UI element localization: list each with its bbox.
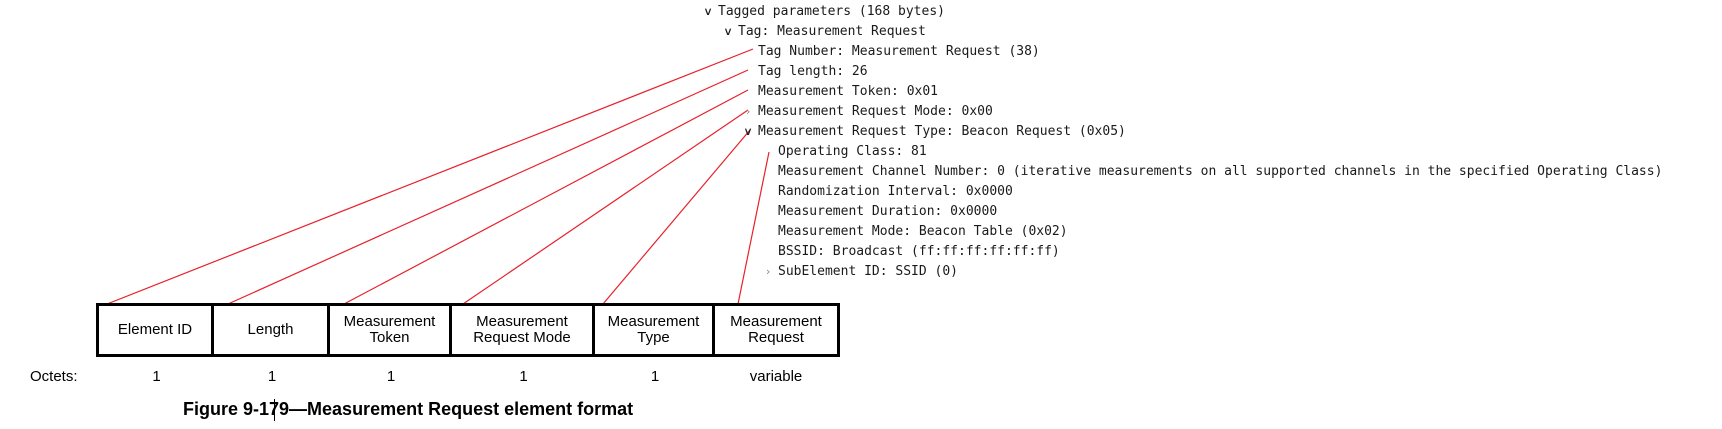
tree-row[interactable]: Tag length: 26	[758, 64, 868, 79]
tree-row[interactable]: Measurement Token: 0x01	[758, 84, 939, 99]
field-cell: Measurement Request Mode	[452, 306, 595, 354]
tree-row[interactable]: Tag Number: Measurement Request (38)	[758, 44, 1040, 59]
octet-value: 1	[267, 368, 277, 385]
connector-line	[737, 151, 770, 305]
octet-value: variable	[749, 368, 803, 385]
connector-line	[462, 109, 749, 305]
chevron-down-icon[interactable]: ∨	[703, 5, 713, 18]
tree-row[interactable]: Tag: Measurement Request	[738, 24, 926, 39]
tree-row[interactable]: Measurement Channel Number: 0 (iterative…	[778, 164, 1663, 179]
tree-row[interactable]: BSSID: Broadcast (ff:ff:ff:ff:ff:ff)	[778, 244, 1060, 259]
chevron-right-icon[interactable]: ›	[764, 265, 772, 278]
tree-row[interactable]: Tagged parameters (168 bytes)	[718, 4, 945, 19]
tree-row[interactable]: SubElement ID: SSID (0)	[778, 264, 959, 279]
field-cell: Length	[214, 306, 330, 354]
connector-line	[227, 69, 749, 305]
field-cell: Measurement Request	[730, 313, 822, 346]
connector-line	[602, 129, 751, 305]
chevron-down-icon[interactable]: ∨	[723, 25, 733, 38]
tree-row[interactable]: Measurement Request Mode: 0x00	[758, 104, 993, 119]
connector-line	[106, 48, 754, 305]
connector-line	[343, 89, 749, 305]
field-cell: Measurement Token	[330, 306, 452, 354]
octet-value: 1	[519, 368, 528, 385]
octet-value: 1	[386, 368, 396, 385]
chevron-right-icon[interactable]: ›	[744, 105, 752, 118]
tree-row[interactable]: Measurement Request Type: Beacon Request…	[758, 124, 1126, 139]
tree-row[interactable]: Randomization Interval: 0x0000	[778, 184, 1013, 199]
tree-row[interactable]: Measurement Duration: 0x0000	[778, 204, 998, 219]
field-cell: Measurement Type	[595, 306, 715, 354]
field-cell: Element ID	[99, 306, 214, 354]
tree-row[interactable]: Operating Class: 81	[778, 144, 927, 159]
chevron-down-icon[interactable]: ∨	[743, 125, 753, 138]
octet-value: 1	[650, 368, 660, 385]
octets-label: Octets:	[30, 368, 78, 385]
octet-value: 1	[152, 368, 161, 385]
tree-row[interactable]: Measurement Mode: Beacon Table (0x02)	[778, 224, 1068, 239]
figure-caption: Figure 9-179—Measurement Request element…	[183, 399, 634, 419]
text-cursor	[274, 399, 275, 421]
